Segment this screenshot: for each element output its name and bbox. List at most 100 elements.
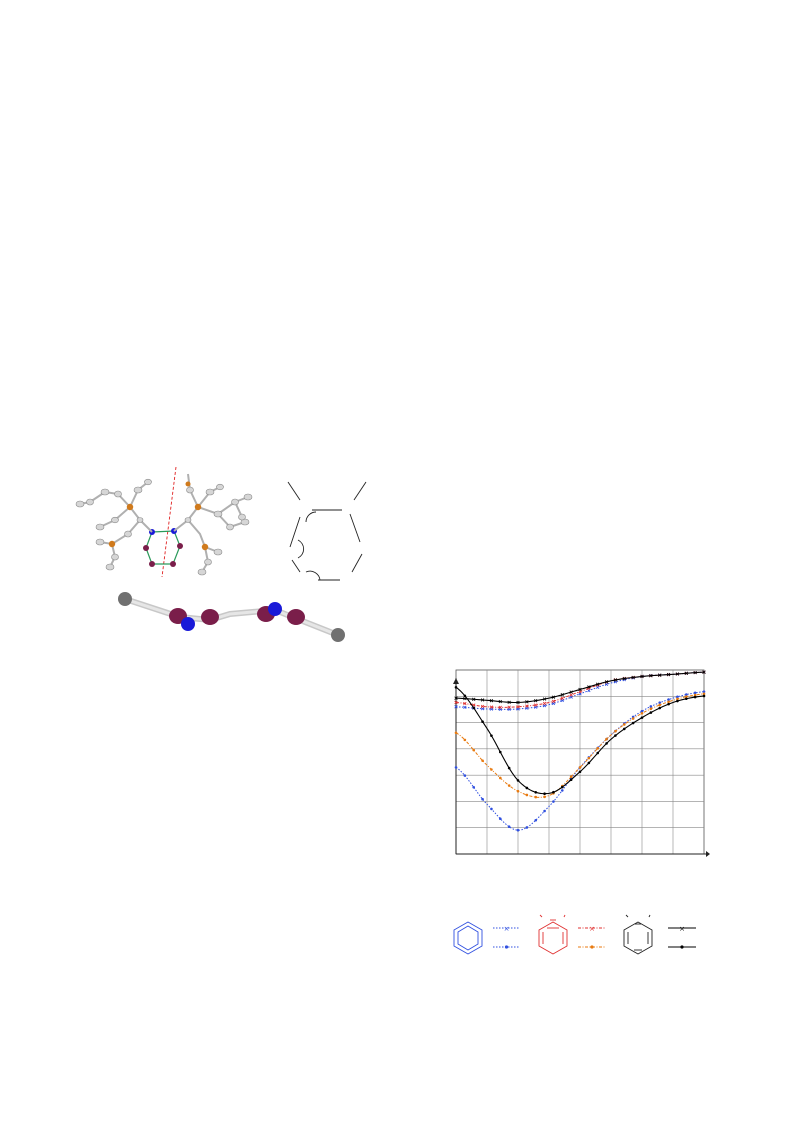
data-point xyxy=(684,695,688,699)
data-point xyxy=(490,734,493,737)
data-point xyxy=(702,690,706,693)
data-point xyxy=(454,696,458,700)
legend-blue-dot xyxy=(493,945,520,949)
data-point xyxy=(507,784,511,787)
data-point xyxy=(693,670,697,675)
data-point xyxy=(578,687,582,692)
data-point xyxy=(516,705,520,709)
data-point xyxy=(481,797,484,801)
data-point xyxy=(454,731,458,735)
data-point xyxy=(454,686,458,689)
data-point xyxy=(560,693,564,697)
legend-black-x: × xyxy=(668,925,696,933)
legend-blue-x: × xyxy=(493,925,520,933)
data-point xyxy=(534,698,538,703)
data-point xyxy=(463,694,467,698)
data-point xyxy=(560,789,564,792)
data-point xyxy=(640,711,644,715)
data-point xyxy=(667,698,670,701)
data-point xyxy=(542,697,547,701)
data-point xyxy=(507,766,511,770)
data-point xyxy=(560,785,564,789)
data-point xyxy=(631,717,635,720)
series-line xyxy=(455,691,705,831)
data-point xyxy=(587,756,591,760)
data-point xyxy=(516,789,520,793)
data-point xyxy=(658,701,662,704)
data-point xyxy=(498,705,502,710)
data-point xyxy=(516,828,520,832)
line-chart xyxy=(440,660,710,865)
data-point xyxy=(543,792,546,795)
series-5 xyxy=(454,670,706,705)
ligand-ellipsoids xyxy=(75,478,253,576)
data-point xyxy=(667,702,670,706)
data-point xyxy=(631,675,635,680)
data-point xyxy=(498,750,502,754)
svg-text:×: × xyxy=(504,925,510,933)
data-point xyxy=(481,759,484,762)
data-point xyxy=(658,673,662,677)
data-point xyxy=(551,695,556,699)
data-point xyxy=(587,685,591,689)
data-point xyxy=(463,738,467,742)
data-point xyxy=(596,751,600,755)
data-point xyxy=(640,716,644,719)
data-point xyxy=(596,747,600,750)
data-point xyxy=(676,697,679,701)
ring-schematic xyxy=(287,481,367,581)
legend-red-x: × xyxy=(578,925,606,933)
data-point xyxy=(542,701,547,706)
data-point xyxy=(489,698,494,703)
chart-legend: × × xyxy=(448,910,708,960)
data-point xyxy=(543,795,546,799)
data-point xyxy=(658,703,662,707)
data-point xyxy=(614,734,617,737)
legend-benzene-icon xyxy=(453,921,483,955)
side-view xyxy=(118,592,345,642)
data-point xyxy=(480,704,485,709)
ring-atoms xyxy=(143,528,183,567)
data-point xyxy=(472,706,476,710)
data-point xyxy=(684,671,688,675)
data-point xyxy=(605,737,608,741)
data-point xyxy=(525,704,529,708)
data-point xyxy=(498,817,502,821)
data-point xyxy=(578,770,582,774)
data-point xyxy=(480,698,485,702)
data-point xyxy=(649,707,653,711)
data-point xyxy=(498,776,502,780)
data-point xyxy=(684,693,688,696)
data-point xyxy=(702,692,706,696)
data-point xyxy=(622,727,626,731)
data-point xyxy=(649,674,653,678)
data-point xyxy=(569,775,573,779)
data-point xyxy=(702,694,706,698)
data-point xyxy=(534,790,538,794)
data-point xyxy=(614,729,617,733)
data-point xyxy=(516,700,520,705)
data-point xyxy=(525,826,529,829)
chart-grid xyxy=(455,669,705,855)
data-point xyxy=(454,700,458,705)
data-point xyxy=(578,766,582,769)
chart-axes xyxy=(453,678,710,857)
data-point xyxy=(658,706,662,710)
chart-svg xyxy=(453,669,710,857)
data-point xyxy=(605,742,608,745)
data-point xyxy=(667,700,670,704)
legend-black-ring-icon xyxy=(623,914,653,955)
data-point xyxy=(490,768,493,771)
data-point xyxy=(534,703,538,707)
data-point xyxy=(507,825,511,829)
data-point xyxy=(649,711,653,714)
data-point xyxy=(666,672,671,677)
data-point xyxy=(702,670,706,674)
data-point xyxy=(472,697,476,701)
svg-text:×: × xyxy=(679,925,685,933)
legend-black-dot xyxy=(668,945,696,949)
x-axis-arrow xyxy=(706,851,710,857)
data-point xyxy=(534,818,538,822)
data-point xyxy=(472,748,476,752)
data-point xyxy=(613,678,618,682)
